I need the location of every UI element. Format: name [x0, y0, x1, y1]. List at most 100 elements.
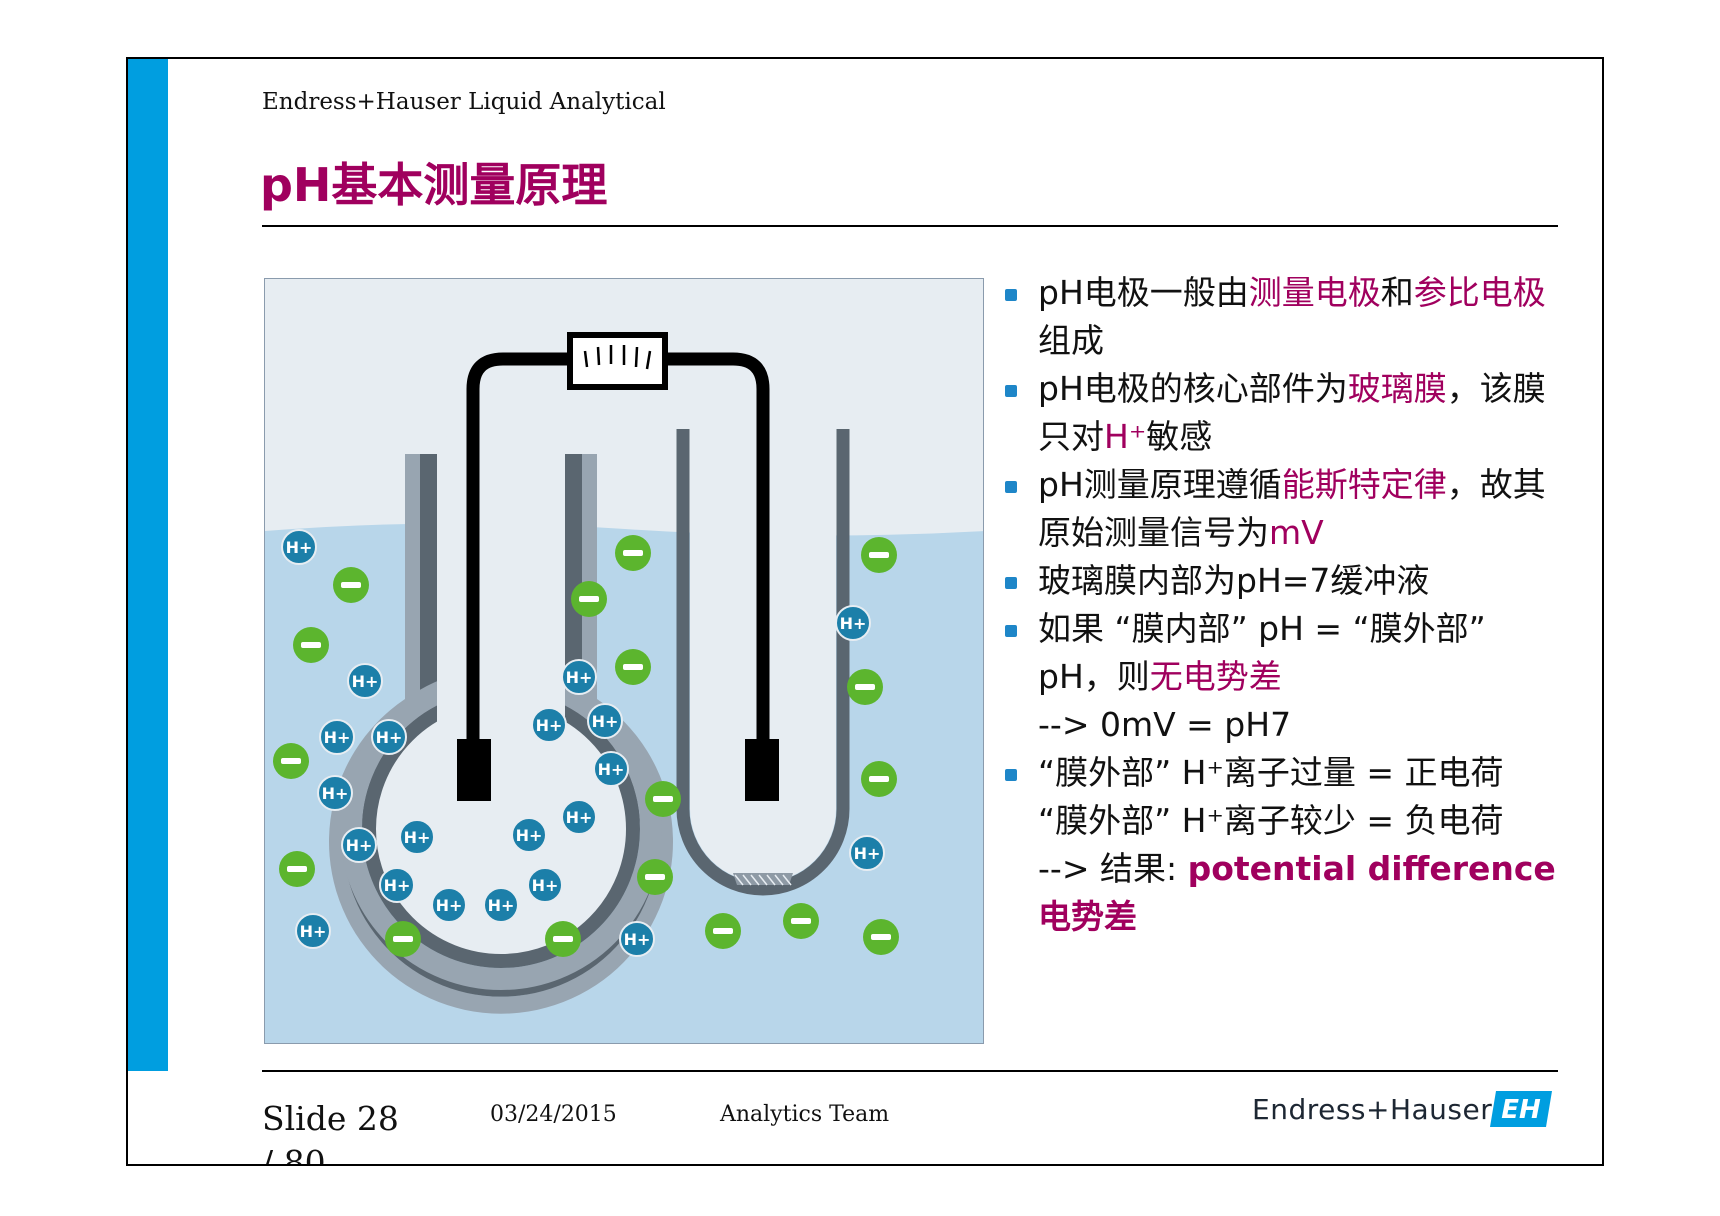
proton-ion-circle — [531, 707, 567, 743]
negative-ion — [847, 669, 883, 705]
negative-ion-sign — [623, 550, 643, 556]
proton-ion-circle — [341, 827, 377, 863]
negative-ion-sign — [301, 642, 321, 648]
brand-name: Endress+Hauser — [1252, 1093, 1493, 1126]
negative-ion-sign — [281, 758, 301, 764]
negative-ion-sign — [855, 684, 875, 690]
negative-ion — [571, 581, 607, 617]
bullet-item: 如果 “膜内部” pH = “膜外部” pH，则无电势差 — [990, 605, 1570, 701]
proton-ion: H+ — [835, 605, 871, 641]
proton-ion-label: H+ — [598, 760, 625, 779]
endress-hauser-logo: EH — [1490, 1091, 1552, 1127]
proton-ion: H+ — [371, 719, 407, 755]
bullet-text: “膜外部” H⁺离子过量 = 正电荷 — [1038, 753, 1504, 792]
negative-ion-sign — [287, 866, 307, 872]
negative-ion — [279, 851, 315, 887]
bullet-text: 如果 “膜内部” pH = “膜外部” pH，则 — [1038, 609, 1486, 696]
bullet-text: 组成 — [1038, 321, 1104, 360]
proton-ion-label: H+ — [592, 712, 619, 731]
negative-ion-sign — [579, 596, 599, 602]
proton-ion-label: H+ — [404, 828, 431, 847]
reference-tube — [676, 429, 850, 896]
proton-ion-label: H+ — [536, 716, 563, 735]
company-header: Endress+Hauser Liquid Analytical — [262, 89, 666, 115]
highlight-text: 测量电极 — [1248, 273, 1381, 312]
proton-ion: H+ — [561, 659, 597, 695]
bullet-text: “膜外部” H⁺离子较少 = 负电荷 — [1038, 801, 1504, 840]
proton-ion-circle — [431, 887, 467, 923]
bullet-text: ，该膜只对 — [1038, 369, 1546, 456]
proton-ion-label: H+ — [516, 826, 543, 845]
negative-ion-sign — [791, 918, 811, 924]
negative-ion — [385, 921, 421, 957]
negative-ion — [861, 761, 897, 797]
bullet-item: pH电极的核心部件为玻璃膜，该膜只对H⁺敏感 — [990, 365, 1570, 461]
proton-ion-circle — [835, 605, 871, 641]
proton-ion: H+ — [295, 913, 331, 949]
accent-bar — [128, 59, 168, 1071]
bullet-text: 和 — [1380, 273, 1414, 312]
negative-ion — [615, 535, 651, 571]
logo-text: EH — [1501, 1095, 1541, 1125]
proton-ion-label: H+ — [352, 672, 379, 691]
proton-ion: H+ — [531, 707, 567, 743]
negative-ion-sign — [341, 582, 361, 588]
negative-ion-sign — [871, 934, 891, 940]
slide: Endress+Hauser Liquid Analytical pH基本测量原… — [126, 57, 1604, 1166]
negative-ion — [273, 743, 309, 779]
negative-ion — [645, 781, 681, 817]
proton-ion: H+ — [849, 835, 885, 871]
negative-ion-sign — [653, 796, 673, 802]
negative-ion — [861, 537, 897, 573]
reference-inner-lead — [745, 739, 779, 801]
proton-ion-circle — [319, 719, 355, 755]
proton-ion-circle — [371, 719, 407, 755]
proton-ion: H+ — [593, 751, 629, 787]
footer-team: Analytics Team — [720, 1102, 890, 1127]
glass-top-edge — [395, 434, 455, 454]
negative-ion-sign — [713, 928, 733, 934]
highlight-text: 无电势差 — [1149, 657, 1282, 696]
electrode-svg: H+H+H+H+H+H+H+H+H+H+H+H+H+H+H+H+H+H+H+H+… — [265, 279, 983, 1043]
title-divider — [262, 225, 1558, 227]
proton-ion-circle — [317, 775, 353, 811]
bullet-text: pH测量原理遵循 — [1038, 465, 1282, 504]
highlight-text: 玻璃膜 — [1347, 369, 1447, 408]
bullet-text: --> 0mV = pH7 — [1038, 705, 1292, 744]
negative-ion-sign — [645, 874, 665, 880]
proton-ion: H+ — [587, 703, 623, 739]
slide-number: Slide 28 — [262, 1099, 399, 1138]
proton-ion-circle — [347, 663, 383, 699]
bullet-item: “膜外部” H⁺离子较少 = 负电荷 — [990, 797, 1570, 845]
proton-ion-circle — [619, 921, 655, 957]
measuring-inner-lead — [457, 739, 491, 801]
highlight-text: mV — [1269, 513, 1324, 552]
glass-top-edge-right — [547, 434, 607, 454]
proton-ion: H+ — [431, 887, 467, 923]
proton-ion-circle — [593, 751, 629, 787]
proton-ion-circle — [399, 819, 435, 855]
bullet-text: ，故其原始测量信号为 — [1038, 465, 1546, 552]
proton-ion-label: H+ — [488, 896, 515, 915]
slide-total: / 80 — [262, 1143, 326, 1166]
proton-ion-label: H+ — [532, 876, 559, 895]
bullet-item: --> 0mV = pH7 — [990, 701, 1570, 749]
proton-ion-circle — [281, 529, 317, 565]
negative-ion — [545, 921, 581, 957]
page-title: pH基本测量原理 — [260, 158, 608, 212]
proton-ion: H+ — [319, 719, 355, 755]
bullet-text: 玻璃膜内部为pH=7缓冲液 — [1038, 561, 1430, 600]
negative-ion — [293, 627, 329, 663]
proton-ion-label: H+ — [324, 728, 351, 747]
bullet-item: “膜外部” H⁺离子过量 = 正电荷 — [990, 749, 1570, 797]
proton-ion-label: H+ — [322, 784, 349, 803]
proton-ion-label: H+ — [624, 930, 651, 949]
proton-ion-label: H+ — [376, 728, 403, 747]
negative-ion-sign — [869, 552, 889, 558]
bullet-text: pH电极的核心部件为 — [1038, 369, 1348, 408]
ion-layer: H+H+H+H+H+H+H+H+H+H+H+H+H+H+H+H+H+H+H+H+… — [273, 529, 899, 957]
negative-ion — [333, 567, 369, 603]
proton-ion-label: H+ — [566, 808, 593, 827]
diaphragm-mesh — [734, 874, 792, 886]
